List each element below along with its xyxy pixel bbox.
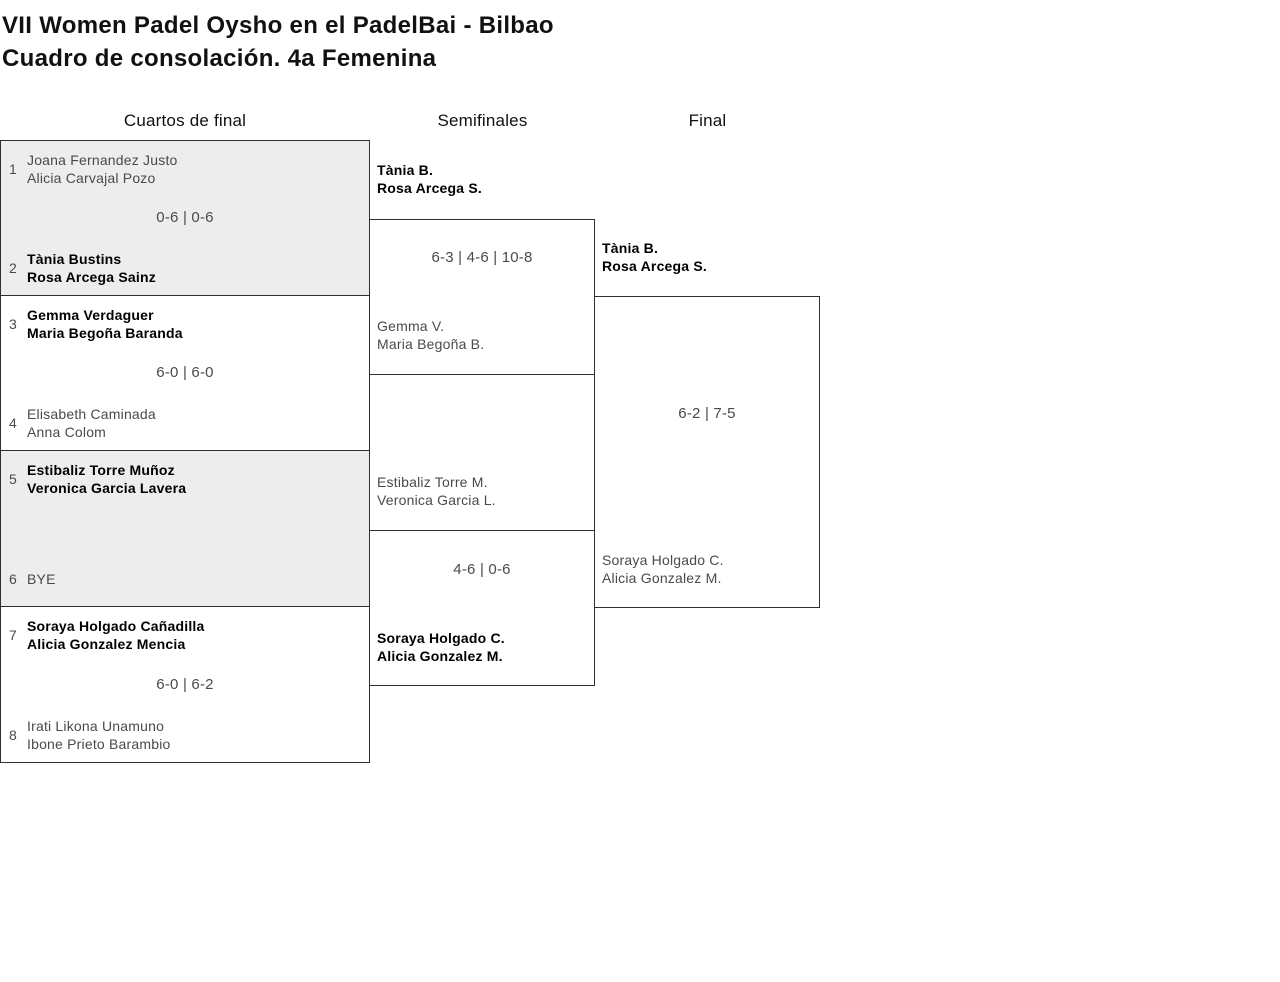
player-name-line: Gemma V.: [377, 318, 445, 334]
player-name-line: Anna Colom: [27, 424, 107, 440]
team-slot-4: 4 Elisabeth Caminada Anna Colom: [1, 405, 369, 441]
player-name-line: Elisabeth Caminada: [27, 406, 156, 422]
match-quarterfinal-1: 1 Joana Fernandez Justo Alicia Carvajal …: [0, 140, 370, 296]
match-score: 6-0 | 6-0: [156, 364, 214, 381]
player-name-line: Estibaliz Torre Muñoz: [27, 462, 175, 478]
seed-number: 7: [9, 627, 17, 643]
player-name-line: Gemma Verdaguer: [27, 307, 154, 323]
player-name-line: Irati Likona Unamuno: [27, 718, 165, 734]
player-name-line: Alicia Gonzalez Mencia: [27, 636, 186, 652]
match-quarterfinal-3: 5 Estibaliz Torre Muñoz Veronica Garcia …: [0, 450, 370, 607]
seed-number: 2: [9, 260, 17, 276]
team-slot-7: 7 Soraya Holgado Cañadilla Alicia Gonzal…: [1, 617, 369, 653]
page-title: VII Women Padel Oysho en el PadelBai - B…: [2, 9, 554, 75]
final-bottom-team: Soraya Holgado C. Alicia Gonzalez M.: [602, 551, 724, 587]
team-slot-6: 6 BYE: [1, 561, 369, 597]
player-name-line: Ibone Prieto Barambio: [27, 736, 171, 752]
seed-number: 3: [9, 316, 17, 332]
semifinal-1-bottom-team: Gemma V. Maria Begoña B.: [377, 317, 484, 353]
player-name-line: Rosa Arcega S.: [602, 258, 707, 274]
player-name-line: Soraya Holgado Cañadilla: [27, 618, 205, 634]
player-name-line: Estibaliz Torre M.: [377, 474, 488, 490]
seed-number: 5: [9, 471, 17, 487]
player-names: Gemma Verdaguer Maria Begoña Baranda: [27, 306, 183, 342]
seed-number: 4: [9, 415, 17, 431]
team-slot-5: 5 Estibaliz Torre Muñoz Veronica Garcia …: [1, 461, 369, 497]
round-header-quarterfinals: Cuartos de final: [123, 111, 247, 130]
match-box-semifinal-2: [369, 530, 595, 686]
round-header-semifinals: Semifinales: [437, 111, 528, 130]
semifinal-2-score: 4-6 | 0-6: [453, 561, 511, 578]
bracket-subtitle: Cuadro de consolación. 4a Femenina: [2, 45, 437, 72]
player-name-line: Tània B.: [602, 240, 659, 256]
round-header-final: Final: [688, 111, 727, 130]
player-name-line: Veronica Garcia L.: [377, 492, 496, 508]
player-name-line: Soraya Holgado C.: [377, 630, 505, 646]
player-name-line: Joana Fernandez Justo: [27, 152, 178, 168]
semifinal-1-score: 6-3 | 4-6 | 10-8: [431, 249, 533, 266]
player-name-line: Alicia Gonzalez M.: [377, 648, 503, 664]
player-name-line: Rosa Arcega Sainz: [27, 269, 156, 285]
semifinal-2-top-team: Estibaliz Torre M. Veronica Garcia L.: [377, 473, 496, 509]
player-name-line: Tània B.: [377, 162, 434, 178]
match-score: 6-0 | 6-2: [156, 675, 214, 693]
team-slot-2: 2 Tània Bustins Rosa Arcega Sainz: [1, 250, 369, 286]
final-top-team: Tània B. Rosa Arcega S.: [602, 239, 707, 275]
player-names: Joana Fernandez Justo Alicia Carvajal Po…: [27, 151, 178, 187]
seed-number: 6: [9, 571, 17, 587]
player-names: Soraya Holgado Cañadilla Alicia Gonzalez…: [27, 617, 205, 653]
player-name-line: Rosa Arcega S.: [377, 180, 482, 196]
player-name-line: Veronica Garcia Lavera: [27, 480, 187, 496]
player-names: Irati Likona Unamuno Ibone Prieto Baramb…: [27, 717, 171, 753]
team-slot-1: 1 Joana Fernandez Justo Alicia Carvajal …: [1, 151, 369, 187]
seed-number: 8: [9, 727, 17, 743]
seed-number: 1: [9, 161, 17, 177]
player-name-line: Tània Bustins: [27, 251, 122, 267]
player-name-line: BYE: [27, 571, 56, 587]
final-score: 6-2 | 7-5: [678, 405, 736, 422]
semifinal-2-bottom-team: Soraya Holgado C. Alicia Gonzalez M.: [377, 629, 505, 665]
player-name-line: Alicia Gonzalez M.: [602, 570, 722, 586]
player-name-line: Soraya Holgado C.: [602, 552, 724, 568]
player-name-line: Alicia Carvajal Pozo: [27, 170, 156, 186]
player-name-line: Maria Begoña Baranda: [27, 325, 183, 341]
team-slot-3: 3 Gemma Verdaguer Maria Begoña Baranda: [1, 306, 369, 342]
player-names: Tània Bustins Rosa Arcega Sainz: [27, 250, 156, 286]
match-box-final: [594, 296, 820, 608]
team-slot-8: 8 Irati Likona Unamuno Ibone Prieto Bara…: [1, 717, 369, 753]
semifinal-1-top-team: Tània B. Rosa Arcega S.: [377, 161, 482, 197]
player-names: Elisabeth Caminada Anna Colom: [27, 405, 156, 441]
match-quarterfinal-2: 3 Gemma Verdaguer Maria Begoña Baranda 6…: [0, 295, 370, 451]
player-name-line: Maria Begoña B.: [377, 336, 485, 352]
player-names: Estibaliz Torre Muñoz Veronica Garcia La…: [27, 461, 186, 497]
match-quarterfinal-4: 7 Soraya Holgado Cañadilla Alicia Gonzal…: [0, 606, 370, 763]
match-score: 0-6 | 0-6: [156, 209, 214, 226]
tournament-name: VII Women Padel Oysho en el PadelBai - B…: [2, 12, 554, 39]
player-names: BYE: [27, 570, 56, 588]
